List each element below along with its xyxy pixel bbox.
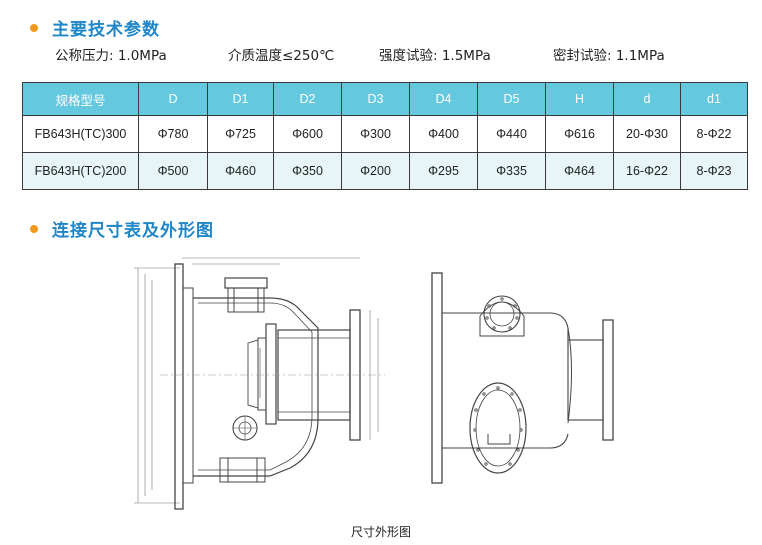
section-dimensions-drawing: 连接尺寸表及外形图	[30, 216, 214, 241]
table-header-row: 规格型号 D D1 D2 D3 D4 D5 H d d1	[22, 82, 748, 116]
spec-table: 规格型号 D D1 D2 D3 D4 D5 H d d1 FB643H(TC)3…	[22, 82, 748, 190]
table-row: FB643H(TC)200 Φ500 Φ460 Φ350 Φ200 Φ295 Φ…	[22, 152, 748, 190]
table-cell: Φ500	[138, 152, 208, 190]
section-technical-params: 主要技术参数	[30, 15, 160, 40]
col-header: D4	[409, 82, 478, 116]
table-cell: 8-Φ23	[680, 152, 748, 190]
param-medium-temperature: 介质温度≤250℃	[228, 48, 335, 64]
section-title: 连接尺寸表及外形图	[52, 221, 214, 241]
table-cell: 16-Φ22	[613, 152, 681, 190]
table-cell: FB643H(TC)300	[22, 115, 139, 153]
valve-outline-drawing	[134, 257, 614, 510]
col-header: D	[138, 82, 208, 116]
col-header: 规格型号	[22, 82, 139, 116]
table-cell: Φ725	[207, 115, 274, 153]
side-view	[431, 272, 614, 484]
table-cell: Φ350	[273, 152, 342, 190]
table-cell: Φ295	[409, 152, 478, 190]
section-title: 主要技术参数	[52, 20, 160, 40]
col-header: D1	[207, 82, 274, 116]
param-nominal-pressure: 公称压力: 1.0MPa	[55, 48, 167, 64]
table-cell: Φ600	[273, 115, 342, 153]
table-cell: FB643H(TC)200	[22, 152, 139, 190]
col-header: d	[613, 82, 681, 116]
bullet-dot-icon	[30, 23, 38, 32]
table-cell: 8-Φ22	[680, 115, 748, 153]
params-line: 公称压力: 1.0MPa 介质温度≤250℃ 强度试验: 1.5MPa 密封试验…	[55, 44, 755, 70]
col-header: D3	[341, 82, 410, 116]
table-cell: 20-Φ30	[613, 115, 681, 153]
col-header: d1	[680, 82, 748, 116]
section-view	[134, 257, 385, 510]
table-cell: Φ300	[341, 115, 410, 153]
table-cell: Φ460	[207, 152, 274, 190]
col-header: D5	[477, 82, 546, 116]
table-cell: Φ464	[545, 152, 614, 190]
drawing-caption: 尺寸外形图	[350, 525, 411, 539]
table-cell: Φ616	[545, 115, 614, 153]
param-strength-test: 强度试验: 1.5MPa	[379, 48, 491, 64]
table-cell: Φ335	[477, 152, 546, 190]
table-row: FB643H(TC)300 Φ780 Φ725 Φ600 Φ300 Φ400 Φ…	[22, 115, 748, 153]
table-cell: Φ440	[477, 115, 546, 153]
col-header: H	[545, 82, 614, 116]
table-cell: Φ780	[138, 115, 208, 153]
col-header: D2	[273, 82, 342, 116]
table-cell: Φ400	[409, 115, 478, 153]
bullet-dot-icon	[30, 224, 38, 233]
param-seal-test: 密封试验: 1.1MPa	[553, 48, 665, 64]
table-cell: Φ200	[341, 152, 410, 190]
